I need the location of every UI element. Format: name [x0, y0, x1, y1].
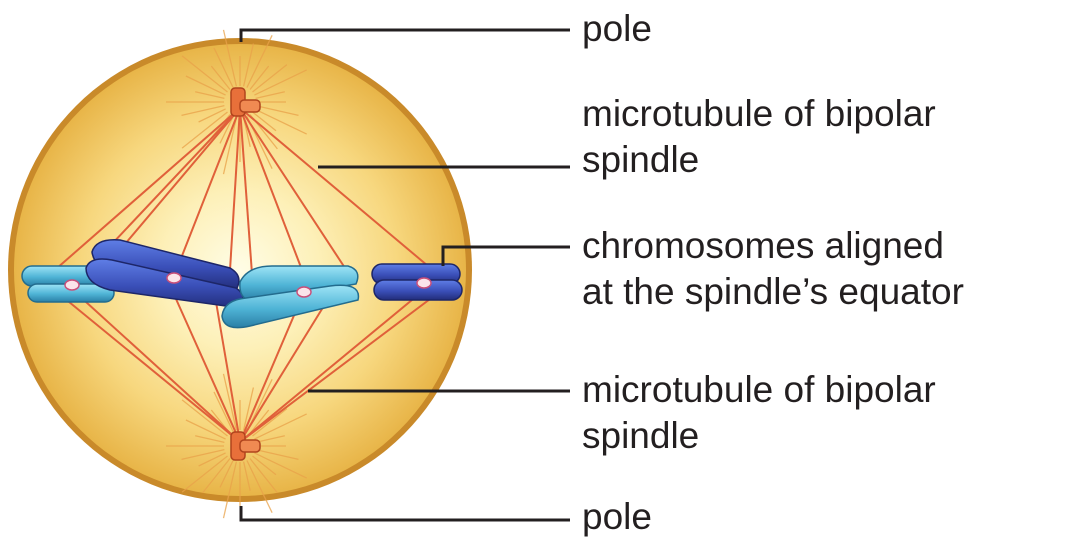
label-pole-bottom: pole	[582, 494, 652, 540]
label-chromosomes: chromosomes aligned at the spindle’s equ…	[582, 223, 964, 315]
leader-line-pole-top	[241, 30, 570, 42]
chromosome-icon	[372, 264, 462, 300]
leader-line-pole-bottom	[241, 506, 570, 520]
label-pole-top: pole	[582, 6, 652, 52]
label-microtubule-bottom: microtubule of bipolar spindle	[582, 367, 936, 459]
label-microtubule-top: microtubule of bipolar spindle	[582, 91, 936, 183]
